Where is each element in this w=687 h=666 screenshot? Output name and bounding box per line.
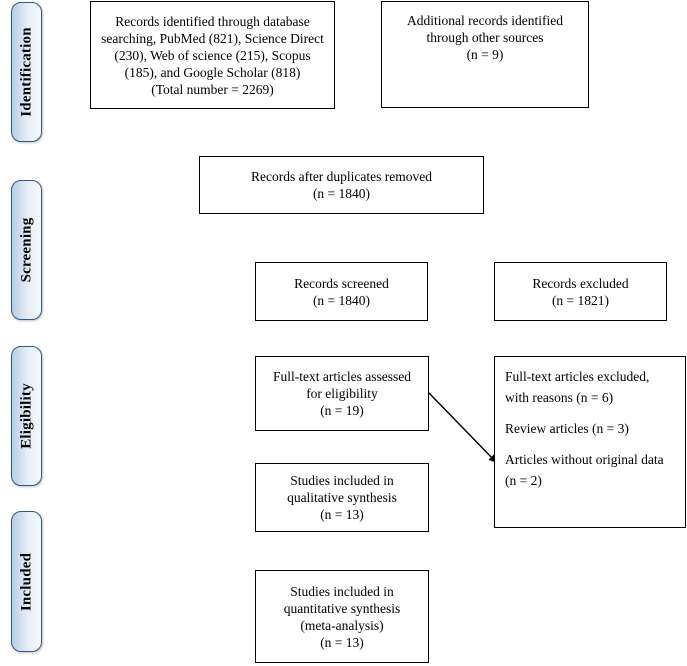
box-qualitative-synthesis: Studies included in qualitative synthesi… [255,463,429,532]
box-fulltext-excluded: Full-text articles excluded, with reason… [494,356,686,528]
box-fulltext-assessed: Full-text articles assessed for eligibil… [255,356,429,431]
stage-tab-screening: Screening [11,180,42,320]
stage-tab-included: Included [11,511,42,652]
stage-tab-eligibility: Eligibility [11,346,42,486]
box-other-sources: Additional records identified through ot… [381,1,589,108]
box-records-screened: Records screened (n = 1840) [255,262,428,321]
stage-label-eligibility: Eligibility [18,383,34,449]
box-quantitative-synthesis: Studies included in quantitative synthes… [255,570,429,663]
box-duplicates-removed: Records after duplicates removed (n = 18… [199,156,484,214]
box-records-excluded: Records excluded (n = 1821) [494,262,667,321]
stage-label-screening: Screening [18,217,34,283]
stage-label-identification: Identification [18,27,34,117]
stage-label-included: Included [18,552,34,611]
box-database-records: Records identified through database sear… [90,1,335,109]
arrow-assessed-to-excluded [428,392,497,463]
stage-tab-identification: Identification [11,2,42,142]
